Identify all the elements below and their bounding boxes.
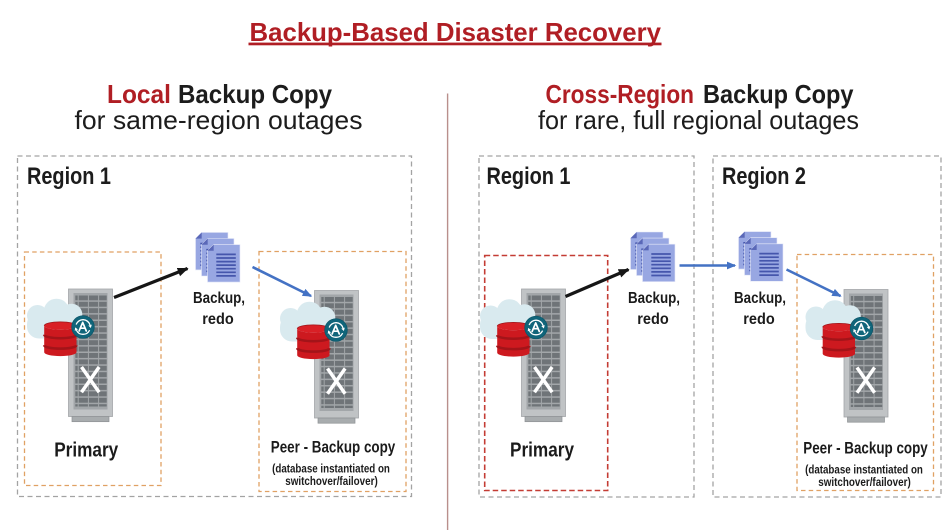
svg-text:(database instantiated on: (database instantiated on — [805, 465, 923, 477]
svg-text:Backup,: Backup, — [628, 290, 680, 307]
svg-text:Cross-Region: Cross-Region — [546, 79, 695, 109]
svg-text:Region 1: Region 1 — [487, 163, 571, 190]
svg-text:Backup Copy: Backup Copy — [178, 79, 332, 109]
svg-text:Peer - Backup copy: Peer - Backup copy — [271, 439, 396, 457]
svg-text:redo: redo — [743, 311, 775, 328]
svg-text:Local: Local — [107, 79, 171, 109]
svg-text:Primary: Primary — [54, 440, 119, 462]
svg-text:Primary: Primary — [510, 440, 575, 462]
svg-text:for same-region outages: for same-region outages — [75, 105, 363, 135]
svg-text:switchover/failover): switchover/failover) — [285, 476, 378, 488]
svg-text:Peer - Backup copy: Peer - Backup copy — [803, 440, 928, 458]
svg-text:switchover/failover): switchover/failover) — [818, 477, 911, 489]
svg-text:for rare, full regional outage: for rare, full regional outages — [538, 105, 859, 135]
svg-text:Backup,: Backup, — [734, 290, 786, 307]
svg-text:(database instantiated on: (database instantiated on — [272, 464, 390, 476]
svg-text:Region 1: Region 1 — [27, 163, 111, 190]
svg-text:Backup Copy: Backup Copy — [703, 79, 854, 109]
svg-text:Backup,: Backup, — [193, 290, 245, 307]
svg-text:redo: redo — [637, 311, 669, 328]
svg-text:Region 2: Region 2 — [722, 163, 806, 190]
svg-text:redo: redo — [202, 311, 234, 328]
svg-text:Backup-Based Disaster Recovery: Backup-Based Disaster Recovery — [250, 17, 662, 47]
